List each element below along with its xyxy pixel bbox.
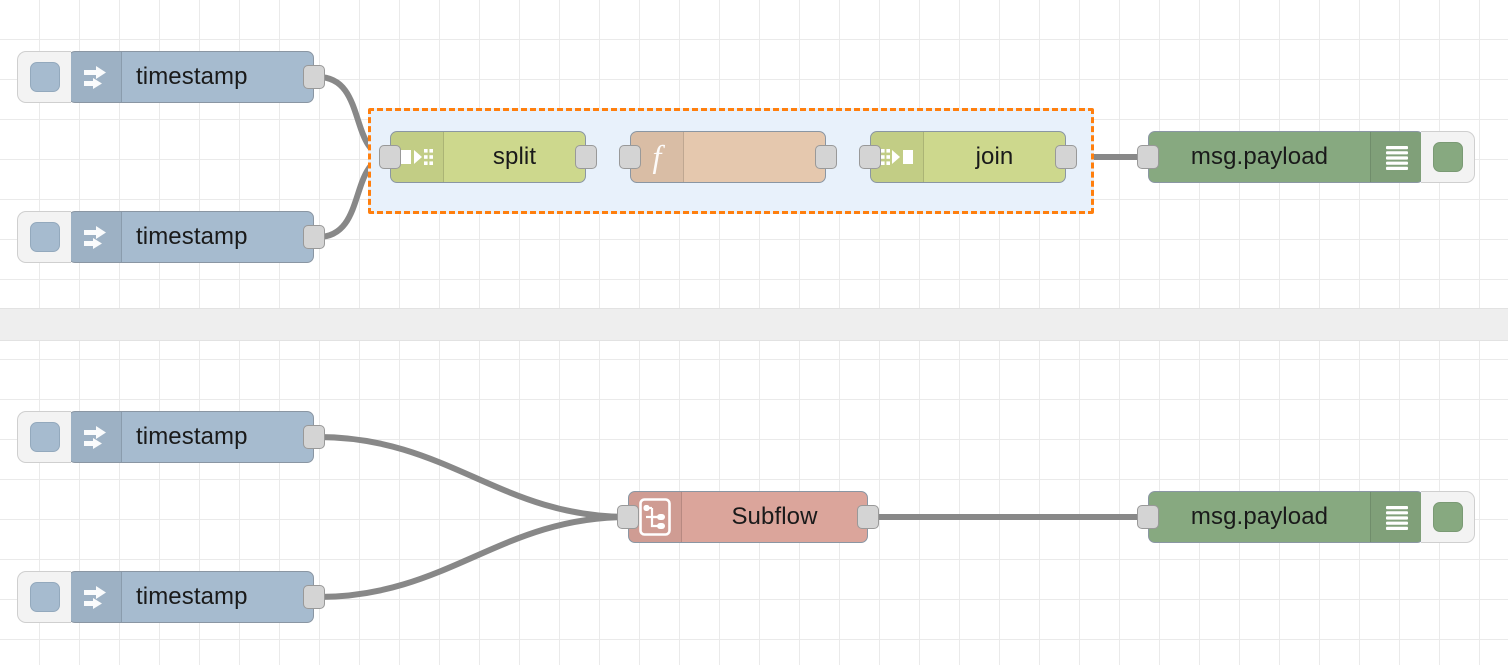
node-label: split <box>492 143 537 170</box>
inject-button-2[interactable] <box>17 211 71 263</box>
input-port[interactable] <box>617 505 639 529</box>
output-port[interactable] <box>303 65 325 89</box>
debug-lines-icon <box>1370 132 1423 182</box>
svg-text:f: f <box>653 140 666 174</box>
node-inject-timestamp-4[interactable]: timestamp <box>17 571 325 623</box>
input-port[interactable] <box>379 145 401 169</box>
node-inject-timestamp-3[interactable]: timestamp <box>17 411 325 463</box>
node-function[interactable]: f <box>619 131 837 183</box>
inject-button-knob <box>29 62 60 92</box>
wire-inject3-subflow <box>315 434 631 520</box>
node-debug-1[interactable]: msg.payload <box>1137 131 1475 183</box>
debug-button-knob <box>1432 502 1463 532</box>
inject-arrow-icon <box>69 412 122 462</box>
debug-button-knob <box>1432 142 1463 172</box>
inject-arrow-icon <box>69 52 122 102</box>
node-subflow[interactable]: Subflow <box>617 491 879 543</box>
output-port[interactable] <box>303 585 325 609</box>
flow-divider-band <box>0 308 1508 341</box>
node-label: timestamp <box>136 583 248 610</box>
output-port[interactable] <box>303 425 325 449</box>
node-debug-2[interactable]: msg.payload <box>1137 491 1475 543</box>
debug-toggle-button-2[interactable] <box>1421 491 1475 543</box>
node-label: timestamp <box>136 63 248 90</box>
inject-arrow-icon <box>69 212 122 262</box>
node-inject-timestamp-1[interactable]: timestamp <box>17 51 325 103</box>
inject-button-knob <box>29 222 60 252</box>
input-port[interactable] <box>1137 505 1159 529</box>
output-port[interactable] <box>575 145 597 169</box>
debug-toggle-button-1[interactable] <box>1421 131 1475 183</box>
node-label: msg.payload <box>1190 143 1329 170</box>
output-port[interactable] <box>1055 145 1077 169</box>
output-port[interactable] <box>815 145 837 169</box>
node-split[interactable]: split <box>379 131 597 183</box>
node-label <box>684 132 825 182</box>
node-label: msg.payload <box>1190 503 1329 530</box>
inject-button-4[interactable] <box>17 571 71 623</box>
input-port[interactable] <box>859 145 881 169</box>
inject-button-3[interactable] <box>17 411 71 463</box>
input-port[interactable] <box>619 145 641 169</box>
output-port[interactable] <box>303 225 325 249</box>
node-label: Subflow <box>731 503 818 530</box>
node-label: join <box>975 143 1014 170</box>
input-port[interactable] <box>1137 145 1159 169</box>
node-label: timestamp <box>136 223 248 250</box>
inject-button-knob <box>29 422 60 452</box>
inject-button-1[interactable] <box>17 51 71 103</box>
output-port[interactable] <box>857 505 879 529</box>
wire-inject4-subflow <box>315 514 631 600</box>
node-label: timestamp <box>136 423 248 450</box>
inject-arrow-icon <box>69 572 122 622</box>
debug-lines-icon <box>1370 492 1423 542</box>
node-join[interactable]: join <box>859 131 1077 183</box>
inject-button-knob <box>29 582 60 612</box>
node-inject-timestamp-2[interactable]: timestamp <box>17 211 325 263</box>
